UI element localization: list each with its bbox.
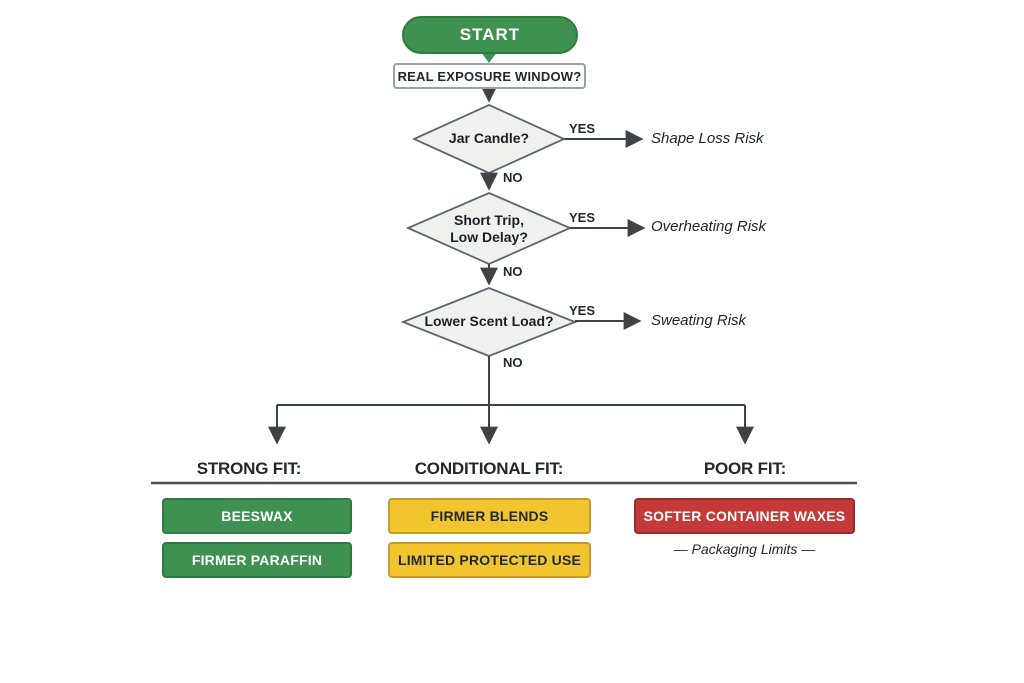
decision-2-no-label: NO xyxy=(503,264,523,279)
exposure-window-box: REAL EXPOSURE WINDOW? xyxy=(393,63,586,89)
decision-1-yes-label: YES xyxy=(569,121,596,136)
start-node: START xyxy=(402,16,578,54)
packaging-limits-note: — Packaging Limits — xyxy=(673,541,816,557)
result-box-firmer-paraffin: FIRMER PARAFFIN xyxy=(162,542,352,578)
column-header-poor-fit: POOR FIT: xyxy=(703,459,787,478)
result-box-limited-protected-use: LIMITED PROTECTED USE xyxy=(388,542,591,578)
result-box-softer-container-waxes: SOFTER CONTAINER WAXES xyxy=(634,498,855,534)
decision-3-question: Lower Scent Load? xyxy=(424,313,554,330)
result-box-firmer-blends: FIRMER BLENDS xyxy=(388,498,591,534)
decision-3-no-label: NO xyxy=(503,355,523,370)
decision-1-no-label: NO xyxy=(503,170,523,185)
decision-2-question: Short Trip, Low Delay? xyxy=(450,211,528,246)
decision-1-question: Jar Candle? xyxy=(448,130,530,147)
decision-3-yes-label: YES xyxy=(569,303,596,318)
column-header-conditional-fit: CONDITIONAL FIT: xyxy=(414,459,564,478)
exposure-window-label: REAL EXPOSURE WINDOW? xyxy=(397,68,582,84)
start-label: START xyxy=(459,25,521,44)
decision-2-yes-label: YES xyxy=(569,210,596,225)
decision-3-risk-label: Sweating Risk xyxy=(651,312,747,329)
start-tail xyxy=(481,52,497,63)
column-header-strong-fit: STRONG FIT: xyxy=(196,459,302,478)
decision-1-risk-label: Shape Loss Risk xyxy=(651,130,764,147)
result-box-beeswax: BEESWAX xyxy=(162,498,352,534)
decision-2-risk-label: Overheating Risk xyxy=(651,218,767,235)
